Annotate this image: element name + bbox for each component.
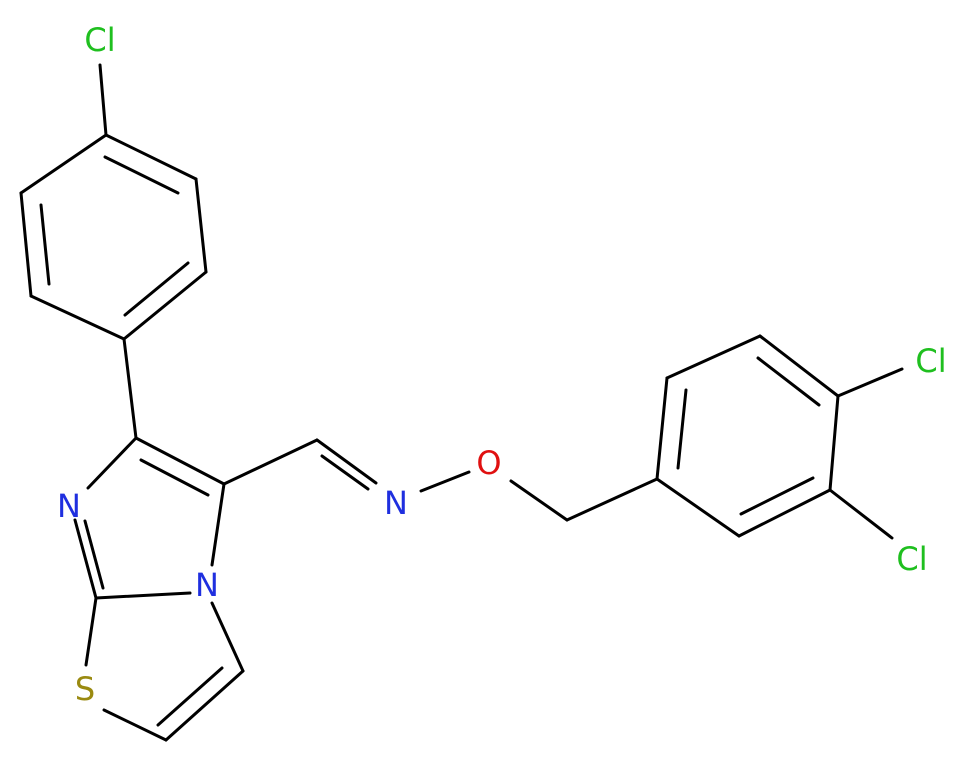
bond bbox=[19, 191, 33, 298]
bond bbox=[676, 388, 688, 470]
bond bbox=[29, 294, 126, 341]
bond bbox=[39, 203, 51, 286]
chlorine-label: Cl bbox=[915, 342, 946, 380]
bond bbox=[828, 394, 840, 492]
bond bbox=[655, 477, 741, 538]
bond bbox=[509, 479, 569, 522]
chlorine-label: Cl bbox=[896, 540, 927, 578]
bond bbox=[134, 436, 226, 486]
bond bbox=[836, 367, 904, 398]
bond bbox=[655, 376, 669, 481]
bond bbox=[222, 438, 319, 486]
bond bbox=[320, 454, 370, 491]
bond bbox=[565, 477, 659, 522]
sulfur-label: S bbox=[75, 670, 95, 708]
nitrogen-label: N bbox=[384, 484, 408, 522]
bond bbox=[210, 482, 226, 567]
bond bbox=[102, 708, 168, 742]
bond bbox=[315, 438, 378, 485]
bond bbox=[210, 601, 245, 673]
bond bbox=[86, 436, 138, 490]
bond bbox=[194, 177, 208, 274]
bond bbox=[756, 356, 821, 407]
oxygen-label: O bbox=[476, 444, 501, 482]
bond bbox=[19, 133, 108, 195]
nitrogen-label: N bbox=[195, 566, 219, 604]
bond bbox=[122, 337, 138, 440]
bond bbox=[103, 155, 180, 195]
bond bbox=[98, 63, 108, 137]
bond bbox=[122, 270, 208, 341]
bond bbox=[164, 669, 245, 742]
bond bbox=[123, 261, 190, 317]
atom-labels: Cl N N S N O Cl Cl bbox=[57, 21, 947, 708]
chlorine-label: Cl bbox=[84, 21, 115, 59]
bond bbox=[73, 518, 98, 600]
bond bbox=[737, 488, 832, 538]
bonds bbox=[19, 63, 904, 742]
bond bbox=[156, 666, 224, 727]
bond bbox=[83, 519, 105, 590]
nitrogen-label: N bbox=[57, 487, 81, 525]
bond bbox=[665, 334, 762, 380]
bond bbox=[758, 334, 840, 398]
bond bbox=[419, 470, 471, 493]
bond bbox=[739, 476, 815, 516]
bond bbox=[94, 591, 192, 600]
bond bbox=[104, 133, 198, 181]
bond bbox=[139, 458, 210, 497]
bond bbox=[828, 488, 894, 540]
bond bbox=[84, 596, 98, 667]
